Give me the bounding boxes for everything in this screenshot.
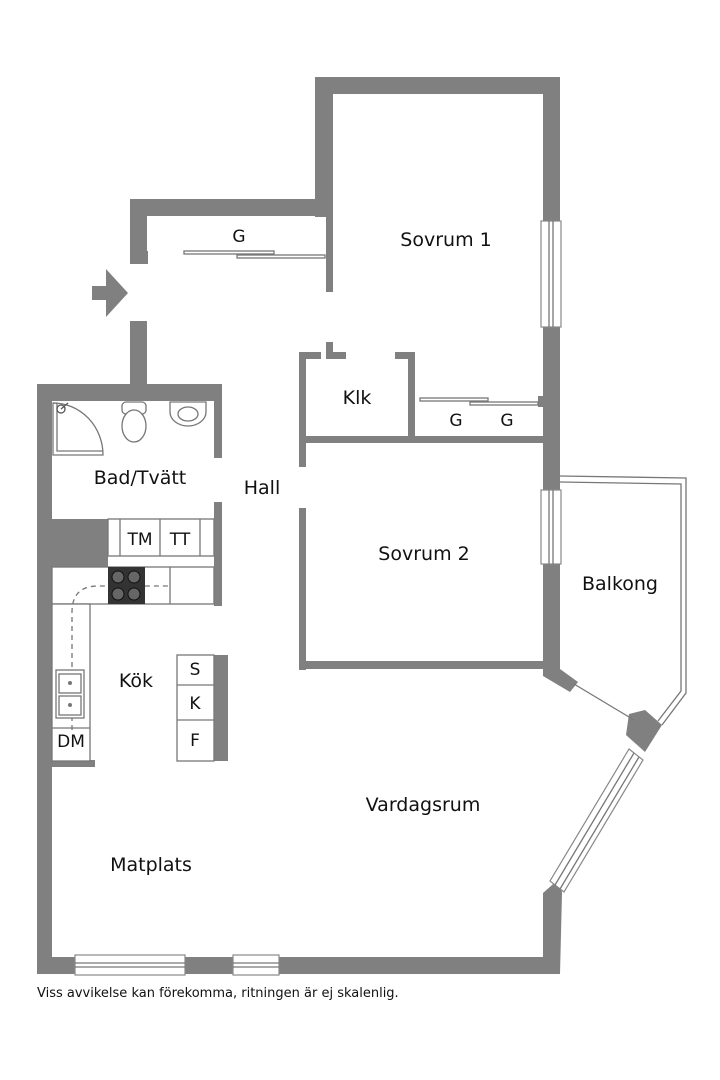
- entrance-arrow-icon: [92, 269, 128, 317]
- bathroom-fixtures: [52, 401, 207, 456]
- disclaimer-text: Viss avvikelse kan förekomma, ritningen …: [37, 986, 399, 1001]
- wardrobe-doors: [183, 250, 539, 406]
- walls: [37, 77, 662, 974]
- wardrobe-label: G: [500, 411, 513, 431]
- windows: [74, 220, 644, 976]
- room-label-bad-tvatt: Bad/Tvätt: [94, 467, 187, 489]
- room-label-sovrum-2: Sovrum 2: [378, 543, 469, 565]
- kitchen-sink-icon: [55, 669, 85, 719]
- wardrobe-label: G: [232, 227, 245, 247]
- room-label-matplats: Matplats: [110, 854, 192, 876]
- stove-icon: [108, 567, 145, 604]
- sink-icon: [169, 401, 207, 427]
- fixture-labels: G G G TM TT S K F DM: [57, 227, 513, 752]
- laundry-appliances: [107, 518, 215, 557]
- kitchen-fixtures: [51, 566, 228, 762]
- shower-head-icon: [56, 402, 69, 414]
- room-label-kok: Kök: [119, 670, 153, 692]
- oven-label: F: [190, 731, 200, 751]
- washer-label: TM: [126, 530, 152, 550]
- freezer-label: S: [190, 660, 201, 680]
- room-label-hall: Hall: [244, 477, 281, 499]
- toilet-icon: [121, 401, 147, 443]
- dryer-label: TT: [169, 530, 191, 550]
- room-labels: Sovrum 1 Klk Hall Bad/Tvätt Sovrum 2 Bal…: [94, 229, 658, 876]
- dishwasher-label: DM: [57, 732, 85, 752]
- fridge-label: K: [189, 694, 201, 714]
- room-label-balkong: Balkong: [582, 573, 658, 595]
- balcony-outline: [559, 475, 687, 726]
- room-label-klk: Klk: [343, 387, 372, 409]
- room-label-sovrum-1: Sovrum 1: [400, 229, 491, 251]
- room-label-vardagsrum: Vardagsrum: [366, 794, 481, 816]
- wardrobe-label: G: [449, 411, 462, 431]
